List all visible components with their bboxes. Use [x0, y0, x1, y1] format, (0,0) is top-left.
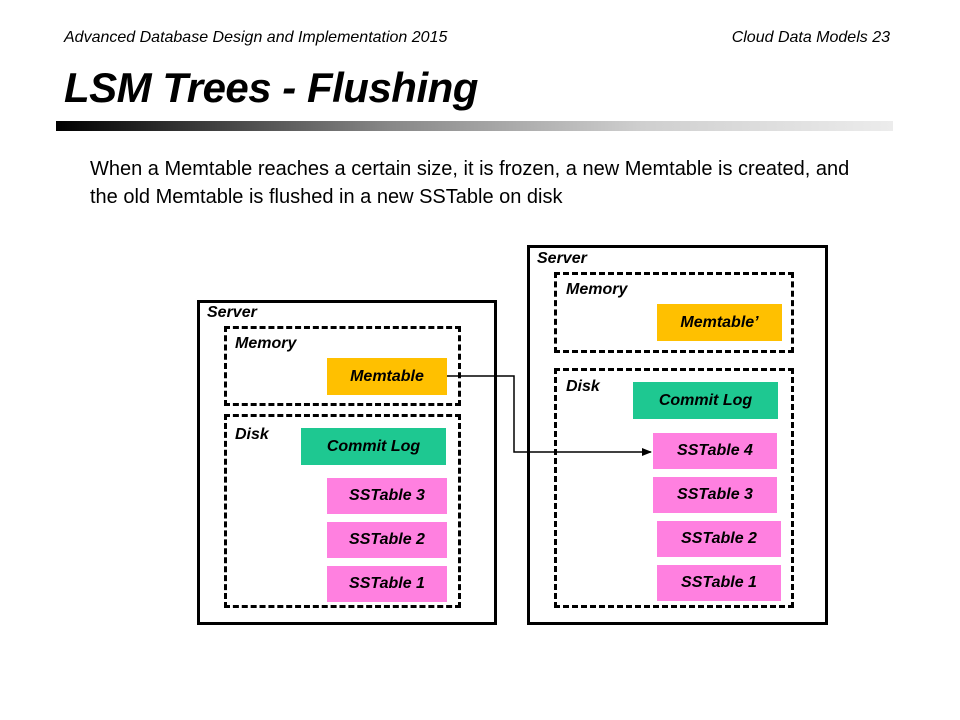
- right-commit-log: Commit Log: [633, 382, 778, 419]
- intro-text: When a Memtable reaches a certain size, …: [90, 158, 850, 208]
- left-memtable: Memtable: [327, 358, 447, 395]
- right-memory-label: Memory: [566, 281, 628, 298]
- slide-title: LSM Trees - Flushing: [64, 64, 478, 111]
- left-sstable-3: SSTable 3: [327, 478, 447, 514]
- right-sstable-3: SSTable 3: [653, 477, 777, 513]
- left-sstable-2: SSTable 2: [327, 522, 447, 558]
- header-slide-ref: Cloud Data Models 23: [731, 29, 890, 46]
- left-memory-label: Memory: [235, 335, 297, 352]
- right-disk-label: Disk: [566, 378, 600, 395]
- left-commit-log: Commit Log: [301, 428, 446, 465]
- left-disk-label: Disk: [235, 426, 269, 443]
- left-disk-region: [224, 414, 461, 608]
- right-memory-region: [554, 272, 794, 353]
- header-course: Advanced Database Design and Implementat…: [64, 29, 448, 46]
- right-sstable-4: SSTable 4: [653, 433, 777, 469]
- right-sstable-2: SSTable 2: [657, 521, 781, 557]
- left-server-label: Server: [207, 304, 257, 321]
- left-sstable-1: SSTable 1: [327, 566, 447, 602]
- right-sstable-1: SSTable 1: [657, 565, 781, 601]
- left-memory-region: [224, 326, 461, 406]
- right-memtable-new: Memtable’: [657, 304, 782, 341]
- title-underline: [56, 121, 893, 131]
- right-disk-region: [554, 368, 794, 608]
- right-server-label: Server: [537, 250, 587, 267]
